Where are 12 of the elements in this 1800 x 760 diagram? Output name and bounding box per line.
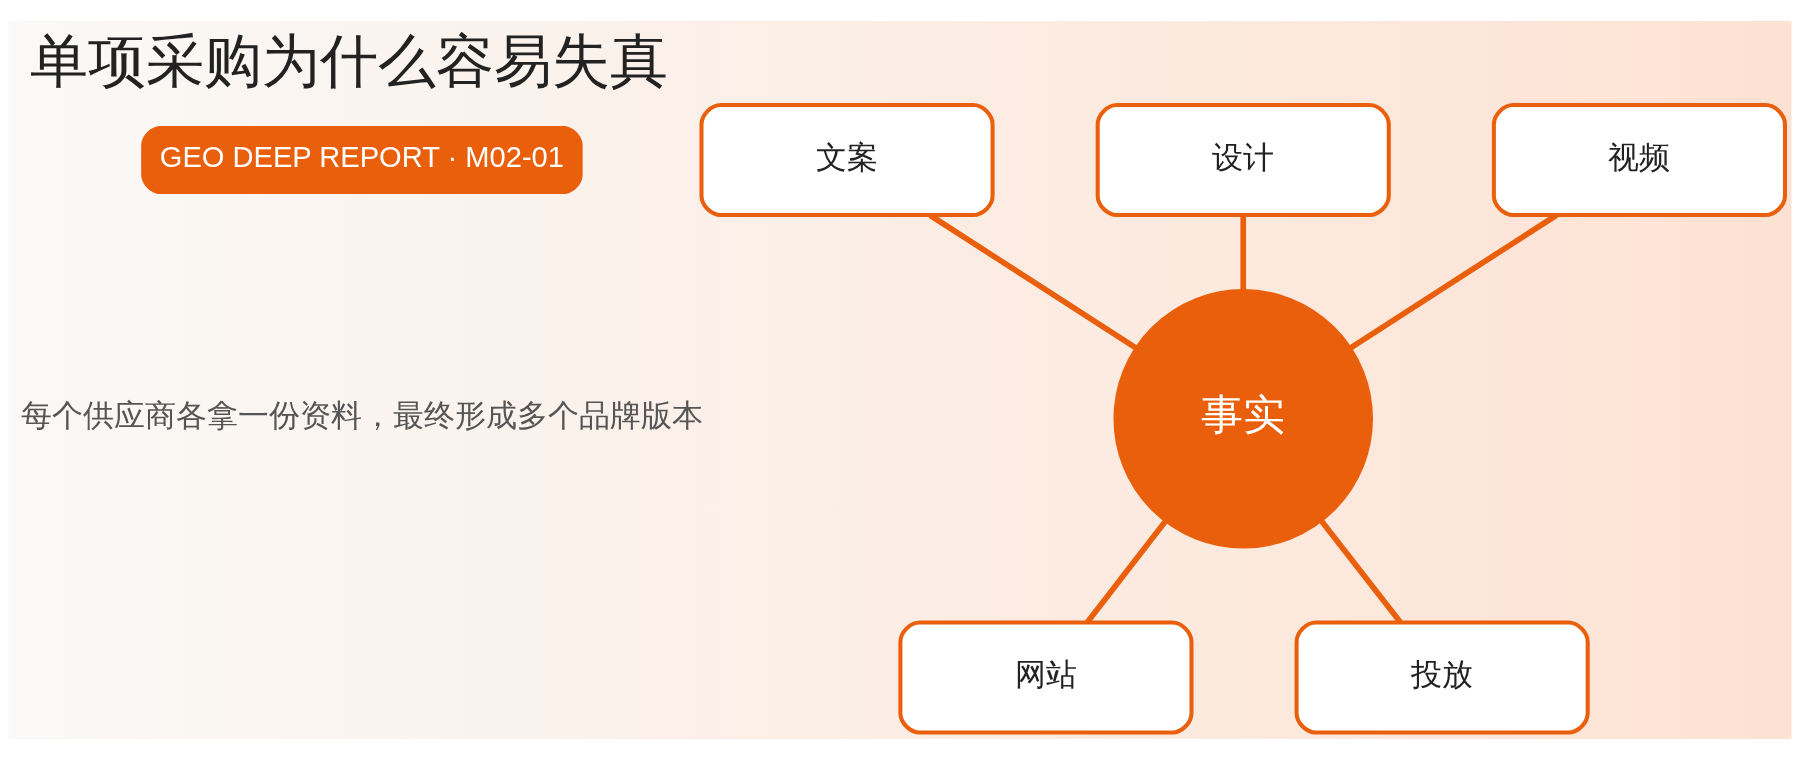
connector [1348, 212, 1558, 351]
connector [928, 212, 1138, 351]
connector [1240, 215, 1247, 291]
node-box: 网站 [898, 620, 1194, 735]
node-box: 视频 [1491, 103, 1787, 218]
node-box: 文案 [699, 103, 995, 218]
node-box: 投放 [1294, 620, 1590, 735]
label: 每个供应商各拿一份资料，最终形成多个品牌版本 [20, 398, 703, 434]
label: GEO DEEP REPORT · M02-01 [159, 141, 564, 174]
node-box: 设计 [1095, 103, 1391, 218]
diagram-title: 单项采购为什么容易失真 [29, 27, 668, 93]
node-circle: 事实 [1113, 289, 1373, 549]
